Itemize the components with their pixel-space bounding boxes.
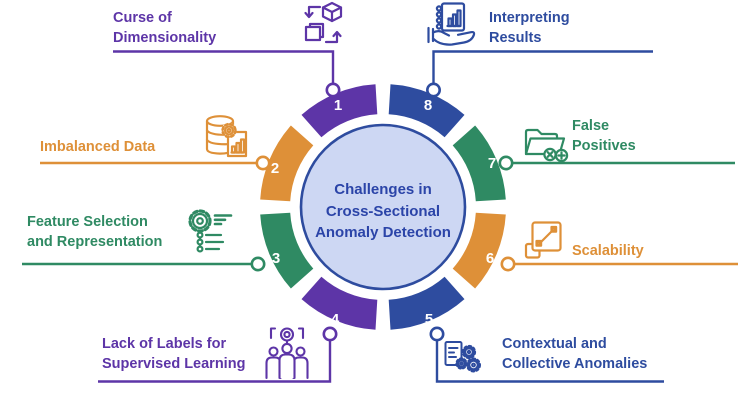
segment-number-5: 5 [425,311,433,328]
center-title-line-2: Cross-Sectional [325,202,441,220]
segment-number-1: 1 [334,97,342,114]
folder-false-positive-icon [524,128,569,162]
label-interpreting-results: Interpreting Results [489,10,570,46]
connector-dot-1 [325,82,341,98]
ring-segment-3 [260,212,314,289]
document-anomaly-icon [444,341,481,373]
connector-line-1 [113,50,335,88]
ring-segment-1 [301,84,378,138]
center-title-line-1: Challenges in [334,181,432,198]
connector-dot-4 [322,326,338,342]
label-scalability: Scalability [572,243,644,259]
label-contextual-anomalies: Contextual and Collective Anomalies [502,336,648,372]
ring-segment-5 [388,276,465,330]
label-curse-of-dimensionality: Curse of Dimensionality [113,10,217,46]
label-lack-of-labels: Lack of Labels for Supervised Learning [102,336,246,372]
connector-dot-2 [255,155,271,171]
label-imbalanced-data: Imbalanced Data [40,139,156,155]
center-title: Challenges in Cross-Sectional Anomaly De… [293,179,473,244]
label-false-positives: False Positives [572,118,636,154]
connector-line-8 [432,50,653,88]
connector-dot-5 [429,326,445,342]
ring-segment-4 [301,276,378,330]
connector-dot-3 [250,256,266,272]
connector-dot-7 [498,155,514,171]
dimensionality-cube-icon [304,1,343,44]
segment-number-2: 2 [271,160,279,177]
connector-dot-6 [500,256,516,272]
unlabeled-people-icon [265,327,309,380]
segment-number-4: 4 [331,311,340,328]
segment-number-6: 6 [486,250,494,267]
center-circle [299,123,467,291]
label-feature-selection: Feature Selection and Representation [27,214,163,250]
ring-segment-7 [452,125,506,202]
ring-segment-2 [260,125,314,202]
center-title-line-3: Anomaly Detection [315,224,451,241]
connector-line-5 [435,335,664,383]
expand-scale-icon [524,221,562,259]
segment-number-8: 8 [424,97,432,114]
connector-line-4 [98,335,332,383]
database-chart-gear-icon [205,115,248,158]
ring-segment-8 [388,84,465,138]
segment-number-7: 7 [488,155,496,172]
connector-dot-8 [425,82,441,98]
hand-report-icon [427,2,476,46]
gear-filter-list-icon [188,209,233,253]
segment-number-3: 3 [272,250,280,267]
ring-segment-6 [452,212,506,289]
